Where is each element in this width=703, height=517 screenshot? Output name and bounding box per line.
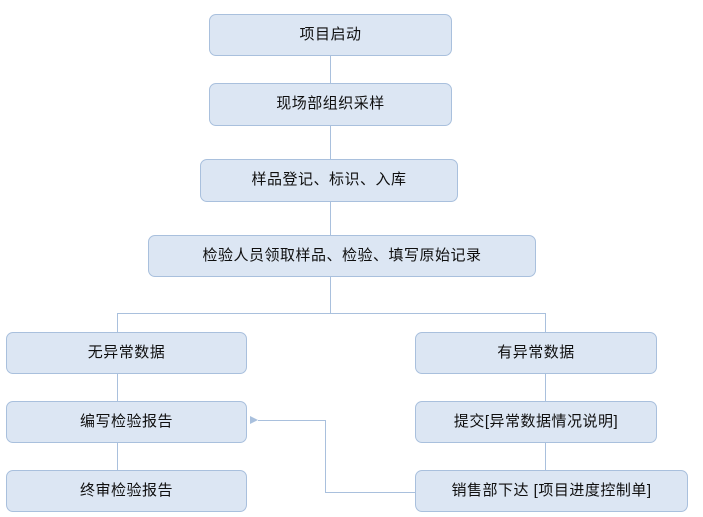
connector-write-report-to-final-report [117, 443, 118, 470]
node-no-anomaly-label: 无异常数据 [87, 343, 166, 361]
node-sales-order-label: 销售部下达 [项目进度控制单] [451, 481, 652, 499]
connector-branch-left-down [117, 313, 118, 332]
node-has-anomaly-label: 有异常数据 [497, 343, 575, 361]
node-final-report-label: 终审检验报告 [79, 481, 173, 499]
node-sampling[interactable]: 现场部组织采样 [209, 83, 452, 126]
node-final-report[interactable]: 终审检验报告 [6, 470, 247, 512]
connector-branch-right-down [545, 313, 546, 332]
connector-feedback-vertical [325, 420, 326, 492]
node-sampling-label: 现场部组织采样 [276, 95, 385, 113]
node-start[interactable]: 项目启动 [209, 14, 452, 56]
node-write-report[interactable]: 编写检验报告 [6, 401, 247, 443]
node-registration-label: 样品登记、标识、入库 [251, 171, 407, 189]
connector-submit-note-to-sales-order [545, 443, 546, 470]
connector-sampling-to-registration [330, 126, 331, 159]
connector-start-to-sampling [330, 56, 331, 83]
connector-no-anomaly-to-write-report [117, 374, 118, 401]
node-sales-order[interactable]: 销售部下达 [项目进度控制单] [415, 470, 688, 512]
node-submit-note-label: 提交[异常数据情况说明] [453, 412, 619, 430]
connector-has-anomaly-to-submit-note [545, 374, 546, 401]
feedback-arrow-icon [250, 416, 258, 424]
node-has-anomaly[interactable]: 有异常数据 [415, 332, 657, 374]
connector-feedback-bottom [325, 492, 415, 493]
connector-branch-horizontal [117, 313, 546, 314]
connector-inspection-down [330, 277, 331, 313]
connector-feedback-top [258, 420, 326, 421]
node-no-anomaly[interactable]: 无异常数据 [6, 332, 247, 374]
connector-registration-to-inspection [330, 202, 331, 235]
node-registration[interactable]: 样品登记、标识、入库 [200, 159, 458, 202]
node-write-report-label: 编写检验报告 [79, 412, 173, 430]
node-start-label: 项目启动 [299, 25, 362, 43]
node-submit-note[interactable]: 提交[异常数据情况说明] [415, 401, 657, 443]
node-inspection-label: 检验人员领取样品、检验、填写原始记录 [202, 246, 482, 264]
node-inspection[interactable]: 检验人员领取样品、检验、填写原始记录 [148, 235, 536, 277]
